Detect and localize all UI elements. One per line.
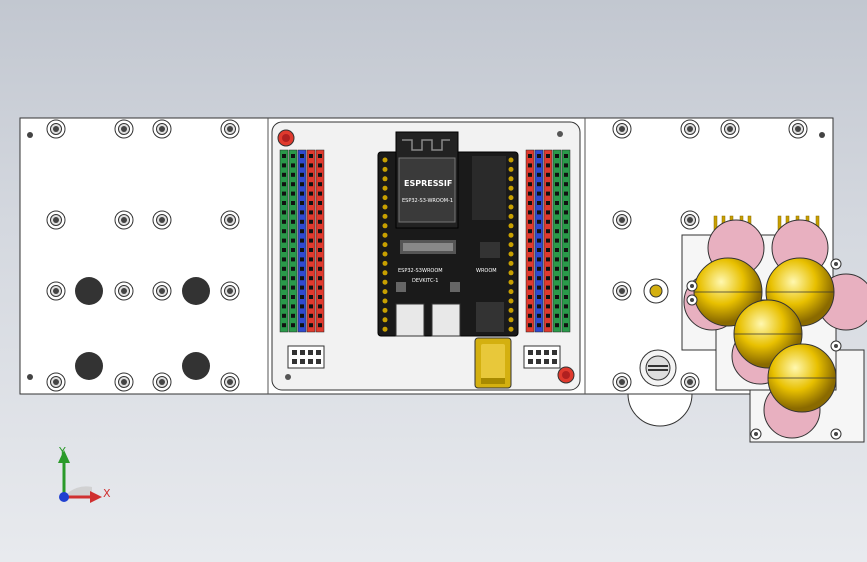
esp32-devkit: ESPRESSIF ESP32-S3-WROOM-1 ESP32-S3 WROO…	[377, 131, 519, 337]
module-label: ESP32-S3-WROOM-1	[402, 198, 453, 204]
side-label: WROOM	[476, 268, 497, 274]
left-plate-screws	[27, 119, 240, 392]
x-axis-label: X	[103, 487, 111, 500]
left-header-strips	[279, 149, 325, 333]
thumb-screw	[627, 349, 693, 427]
usb-port-right	[431, 303, 461, 337]
bottom-left-connector	[287, 345, 325, 369]
axis-triad: Y X	[58, 445, 111, 503]
ball-caster-assembly	[681, 215, 867, 443]
barrel-jack	[474, 337, 512, 389]
brand-label: ESPRESSIF	[404, 179, 452, 188]
usb-port-left	[395, 303, 425, 337]
left-plate-large-holes	[75, 277, 210, 380]
y-axis-label: Y	[58, 445, 66, 458]
small-standoff	[643, 278, 669, 304]
board-label: ESP32-S3	[398, 268, 422, 274]
right-header-strips	[525, 149, 571, 333]
dev-label: WROOM	[422, 268, 443, 274]
bottom-right-connector	[523, 345, 561, 369]
right-plate-screws	[612, 119, 825, 392]
sub-label: DEVKITC-1	[412, 278, 438, 284]
